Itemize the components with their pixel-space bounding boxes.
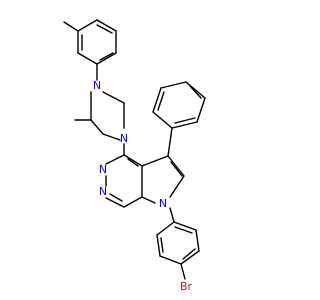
atom-n-pyrrole: N — [159, 197, 167, 210]
structure-diagram: N N N N N Br — [63, 19, 206, 293]
pyrimidine-ring — [105, 154, 143, 208]
atom-n-piperazine-c4: N — [120, 132, 128, 145]
pyrrole-ring — [141, 155, 185, 204]
bond-n-bromophenyl — [169, 207, 175, 223]
phenyl-ring — [152, 81, 206, 157]
bond-bromine — [180, 263, 186, 280]
bromophenyl-ring — [156, 221, 200, 265]
atom-n-pyrimidine-upper: N — [99, 163, 107, 176]
atom-bromine: Br — [180, 280, 193, 293]
piperazine-ring — [90, 91, 125, 141]
molecule-canvas: N N N N N Br — [63, 19, 206, 293]
atom-n-piperazine-aryl: N — [93, 79, 101, 92]
bond-methyl-top — [63, 21, 79, 32]
atom-labels: N N N N N Br — [93, 79, 193, 293]
atom-n-pyrimidine-lower: N — [99, 185, 107, 198]
tolyl-ring — [77, 19, 117, 65]
